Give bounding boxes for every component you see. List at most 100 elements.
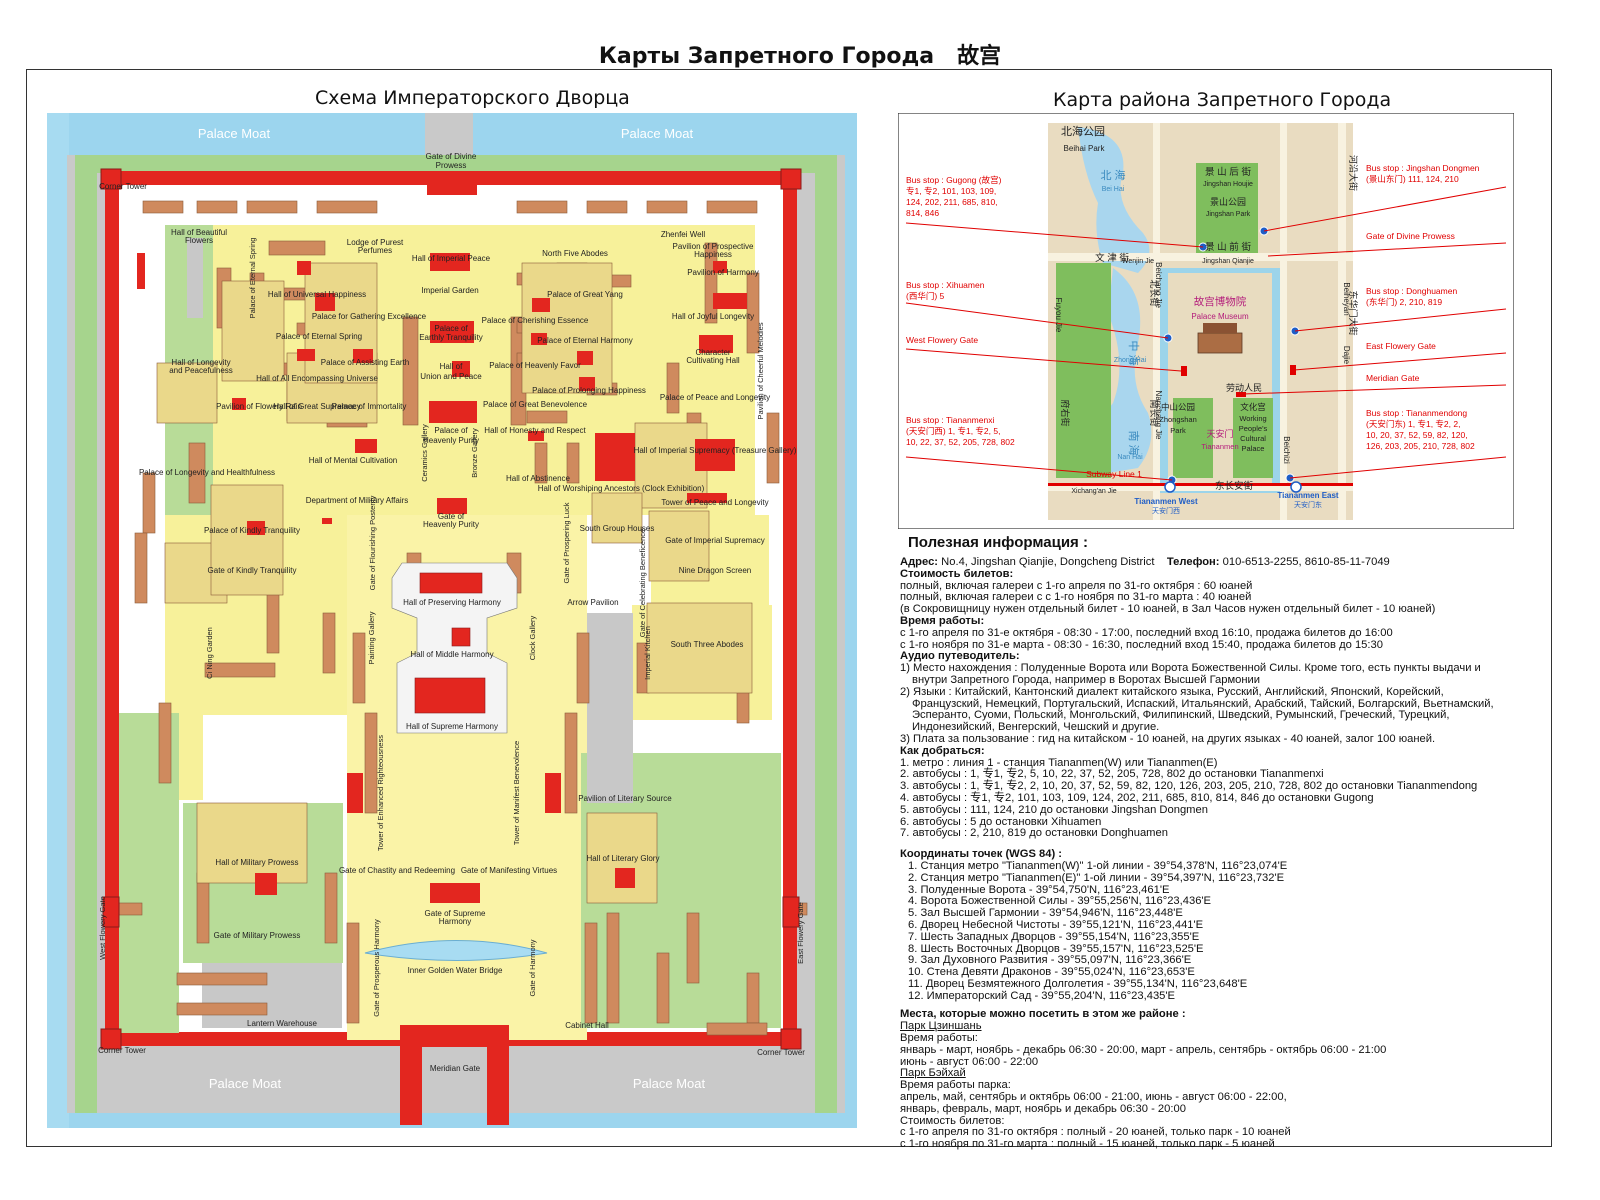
hall-label: Hall of Beautiful (171, 228, 227, 237)
callout-gugong: Bus stop : Gugong (故宫)专1, 专2, 101, 103, … (906, 175, 1002, 218)
hall-label: South Group Houses (580, 524, 655, 533)
callouts: Bus stop : Gugong (故宫)专1, 专2, 101, 103, … (906, 163, 1480, 451)
coords-heading: Координаты точек (WGS 84) : (900, 848, 1063, 861)
xichangan-label: Xichang'an Jie (1071, 488, 1116, 495)
hall-label: Hall of Great Supremacy (273, 402, 361, 411)
gallery-label: Bronze Gallery (470, 428, 479, 478)
coord-line: 2. Станция метро "Tiananmen(E)" 1-ой лин… (908, 871, 1285, 884)
jingshan-park-link[interactable]: Парк Цзиншань (900, 1020, 982, 1033)
svg-text:Wenjin Jie: Wenjin Jie (1122, 258, 1154, 265)
nanchang-jie-label: Nanchang Jie (1154, 391, 1163, 440)
svg-text:天安门东: 天安门东 (1294, 500, 1322, 509)
corner-tower-nw (100, 168, 122, 190)
callout-jingshan-dongmen: Bus stop : Jingshan Dongmen(景山东门) 111, 1… (1366, 163, 1480, 184)
beihai-park-link[interactable]: Парк Бэйхай (900, 1067, 966, 1080)
palace-museum-label: 故宫博物院 (1194, 295, 1247, 308)
hall-label: Palace of Prolonging Happiness (532, 386, 646, 395)
subway-label: Subway Line 1 (1086, 469, 1142, 479)
callout-meridian-gate: Meridian Gate (1366, 373, 1420, 383)
palace-map[interactable]: Palace Moat Palace Moat Palace Moat Pala… (47, 113, 857, 1128)
moat-label-ne: Palace Moat (621, 126, 694, 141)
hall-label: Pavilion of Cheerful Melodies (756, 322, 765, 419)
hall-label: Hall of Imperial Supremacy (Treasure Gal… (634, 446, 797, 455)
working-peoples-palace-label: 文化宫 (1240, 402, 1266, 412)
gate-label: Gate of Imperial Supremacy (665, 536, 765, 545)
callout-west-flowery-gate: West Flowery Gate (906, 335, 978, 345)
hall-label: Hall of Middle Harmony (410, 650, 493, 659)
svg-text:Jingshan Houjie: Jingshan Houjie (1203, 181, 1253, 188)
jingshan-houjie-label: 景 山 后 街 (1205, 166, 1251, 178)
corner-tower-ne (780, 168, 802, 190)
coord-line: 7. Шесть Западных Дворцов - 39°55,154'N,… (908, 930, 1200, 943)
coord-line: 6. Дворец Небесной Чистоты - 39°55,121'N… (908, 918, 1204, 931)
transport-line: 2. автобусы : 1, 专1, 专2, 5, 10, 22, 37, … (900, 768, 1324, 781)
transport-line: 3. автобусы : 1, 专1, 专2, 2, 10, 20, 37, … (900, 780, 1478, 793)
tiananmen-west-label: Tiananmen West (1134, 497, 1198, 506)
gate-label: Gate of Supreme (425, 909, 486, 918)
corner-tower-se (780, 1028, 802, 1050)
palace-map-title: Схема Императорского Дворца (315, 87, 630, 109)
page-title: Карты Запретного Города 故宫 (598, 44, 1002, 69)
moat-label-sw: Palace Moat (209, 1076, 282, 1091)
coord-line: 9. Зал Духовного Развития - 39°55,097'N,… (908, 954, 1192, 967)
hall-label: Palace of (434, 426, 468, 435)
svg-text:Prowess: Prowess (436, 161, 467, 170)
audio-line: Индонезийский, Венгерский, Чешский и дру… (912, 721, 1160, 734)
tickets-heading: Стоимость билетов: (900, 567, 1014, 580)
svg-text:Union and Peace: Union and Peace (420, 372, 482, 381)
coord-line: 10. Стена Девяти Драконов - 39°55,024'N,… (908, 966, 1195, 979)
hall-label: Palace of Peace and Longevity (660, 393, 770, 402)
gate-label: Gate of Manifesting Virtues (461, 866, 557, 875)
address-line: Адрес: No.4, Jingshan Qianjie, Dongcheng… (900, 556, 1390, 568)
transport-line: 4. автобусы : 专1, 专2, 101, 103, 109, 124… (900, 791, 1374, 804)
corner-tower-sw (100, 1028, 122, 1050)
hall-label: Lodge of Purest (347, 238, 404, 247)
hall-label: Hall of Literary Glory (587, 854, 660, 863)
hall-label: Palace of Longevity and Healthfulness (139, 468, 275, 477)
hall-label: Pavilion of Harmony (687, 268, 759, 277)
hall-label: South Three Abodes (671, 640, 744, 649)
audio-line: 2) Языки : Китайский, Кантонский диалект… (900, 685, 1444, 698)
hall-label: Palace of Heavenly Favor (489, 361, 581, 370)
transport-heading: Как добраться: (900, 744, 985, 757)
hall-label: Palace of Immortality (332, 402, 407, 411)
hall-label: Cabinet Hall (565, 1021, 609, 1030)
nanhai-label: Nan Hai (1117, 454, 1143, 461)
hall-label: Arrow Pavilion (567, 598, 618, 607)
beihai-tickets-heading: Стоимость билетов: (900, 1114, 1005, 1127)
area-map[interactable]: Bus stop : Gugong (故宫)专1, 专2, 101, 103, … (898, 113, 1514, 529)
jingshan-qianjie-label: 景 山 前 街 (1205, 241, 1251, 253)
hours-line: с 1-го апреля по 31-е октября - 08:30 - … (900, 626, 1393, 639)
corner-tower-label: Corner Tower (757, 1048, 805, 1057)
hall-label: Palace of Assisting Earth (321, 358, 410, 367)
svg-text:天安门西: 天安门西 (1152, 506, 1180, 515)
moat-labels: Palace Moat Palace Moat Palace Moat Pala… (198, 126, 706, 1091)
coord-line: 5. Зал Высшей Гармонии - 39°54,946'N, 11… (908, 907, 1183, 920)
beihai-park-label: 北海公园 (1061, 124, 1105, 138)
subway-line (1048, 483, 1353, 486)
hall-label: Palace of (434, 324, 468, 333)
gate-label: Gate of Celebrating Beneficence (638, 529, 647, 637)
hall-label: Pavilion of Flowery Rain (216, 402, 302, 411)
transport-line: 6. автобусы : 5 до остановки Xihuamen (900, 815, 1102, 828)
hall-label: Hall of Preserving Harmony (403, 598, 501, 607)
garden-label: Ci Ning Garden (205, 627, 214, 679)
svg-text:and Peacefulness: and Peacefulness (169, 366, 233, 375)
hall-label: Hall of Longevity (171, 358, 230, 367)
transport-line: 7. автобусы : 2, 210, 819 до остановки D… (900, 827, 1168, 840)
coord-line: 11. Дворец Безмятежного Долголетия - 39°… (908, 977, 1248, 990)
svg-text:Zhongshan: Zhongshan (1159, 415, 1197, 424)
gate-label: Gate of Kindly Tranquility (208, 566, 297, 575)
callout-donghuamen: Bus stop : Donghuamen(东华门) 2, 210, 819 (1366, 286, 1457, 307)
useful-info: Полезная информация : Адрес: No.4, Jings… (900, 535, 1540, 1151)
hall-label: Nine Dragon Screen (679, 566, 751, 575)
hall-label: Hall of Joyful Longevity (672, 312, 754, 321)
hall-label: Hall of Honesty and Respect (484, 426, 586, 435)
gate-label: Gate of Flourishing Posterity (368, 495, 377, 590)
beihai-hours-line: январь, февраль, март, ноябрь и декабрь … (900, 1102, 1186, 1115)
svg-text:Earthly Tranquility: Earthly Tranquility (419, 333, 483, 342)
hall-label: Lantern Warehouse (247, 1019, 318, 1028)
hall-label: Hall of Supreme Harmony (406, 722, 498, 731)
east-flowery-gate-label: East Flowery Gate (796, 902, 805, 964)
hall-label: Palace of Eternal Spring (276, 332, 362, 341)
